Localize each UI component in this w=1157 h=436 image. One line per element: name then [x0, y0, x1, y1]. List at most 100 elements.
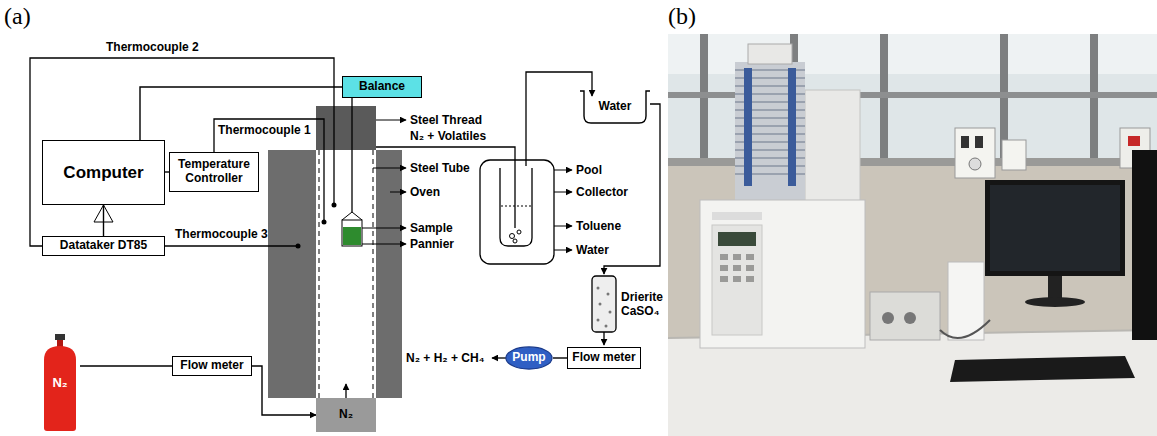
flow-label: N₂ + H₂ + CH₄: [406, 351, 484, 365]
part-label: Pannier: [410, 237, 454, 251]
part-label: Sample: [410, 221, 453, 235]
part-label: Drierite CaSO₄: [621, 290, 667, 318]
bubble: [510, 234, 515, 239]
panel-label: (a): [4, 2, 31, 30]
monitor-stand: [1048, 276, 1062, 300]
connector-line: [103, 205, 104, 236]
pc-tower: [1132, 150, 1157, 340]
node-text: Datataker DT85: [60, 239, 147, 253]
drierite-column: [592, 276, 616, 332]
exhaust-arrow: [492, 357, 506, 358]
monitor-screen: [990, 185, 1120, 271]
bubble: [513, 239, 517, 243]
furnace-band: [744, 68, 752, 186]
socket: [969, 158, 981, 170]
switch: [975, 136, 983, 148]
controller-box: Temperature Controller: [169, 152, 259, 192]
node-text: Flow meter: [180, 359, 243, 373]
leader-line: [390, 192, 406, 193]
flow-meter-box: Flow meter: [172, 356, 252, 376]
balance-box: Balance: [342, 76, 422, 98]
thermocouple-wire: [30, 58, 334, 246]
controller-knob: [904, 312, 916, 324]
lab-photo: [668, 34, 1157, 436]
gas-inlet-box: N₂: [316, 398, 376, 432]
basin-outline: [580, 91, 650, 123]
furnace-cap: [748, 44, 792, 64]
oven-wall: [268, 150, 316, 398]
node-text: Water: [599, 100, 632, 114]
leader-line: [376, 120, 406, 121]
instrument-strip: [712, 212, 762, 220]
leader-line: [554, 170, 572, 171]
instrument-keypad: [720, 254, 754, 282]
collector-tube: [500, 168, 532, 246]
connector-line: [252, 366, 316, 415]
connector-line: [553, 357, 567, 358]
steel-tube-wall: [373, 150, 374, 398]
controller-box: [870, 292, 940, 340]
gas-line: [603, 332, 604, 345]
monitor-base: [1025, 297, 1085, 307]
red-switch: [1128, 136, 1140, 146]
pump-ellipse: Pump: [505, 346, 553, 370]
oven: [268, 106, 402, 398]
switch-board: [955, 128, 995, 178]
pannier-hanger: [342, 212, 362, 220]
node-text: N₂: [339, 408, 353, 422]
computer-box: Computer: [42, 140, 165, 205]
keyboard: [950, 356, 1135, 382]
pump-body: [506, 347, 552, 369]
node-text: Computer: [63, 163, 143, 183]
cable: [940, 320, 990, 338]
oven-top-plug: [316, 106, 376, 150]
cylinder-neck: [57, 340, 63, 347]
part-label: Thermocouple 3: [175, 227, 268, 241]
socket-plate: [1002, 140, 1026, 170]
node-text: Balance: [359, 80, 405, 94]
furnace-column: [735, 62, 805, 202]
node-text: Flow meter: [572, 351, 635, 365]
furnace-band: [788, 68, 796, 186]
part-label: Water: [576, 243, 609, 257]
part-label: Thermocouple 1: [218, 123, 311, 137]
node-text: N₂: [52, 376, 67, 391]
leader-line: [362, 244, 406, 245]
cylinder-valve: [55, 334, 65, 340]
gas-cylinder: N₂: [40, 334, 80, 432]
drierite-granules: [597, 287, 612, 328]
oven-wall: [376, 150, 402, 398]
part-label: Collector: [576, 185, 628, 199]
thermocouple-tip: [322, 220, 327, 225]
part-label: Toluene: [576, 219, 621, 233]
part-label: Oven: [410, 185, 440, 199]
gas-line: [526, 72, 592, 166]
instrument-housing: [805, 90, 860, 202]
monitor: [985, 180, 1125, 276]
part-label: Thermocouple 2: [106, 40, 199, 54]
photo-wall: [668, 34, 1157, 436]
steel-tube-wall: [319, 150, 320, 398]
thermocouple-wire: [165, 245, 298, 246]
node-text: Pump: [512, 351, 545, 365]
instrument-base: [700, 200, 865, 348]
gas-inlet-arrow: [345, 384, 346, 398]
bubble: [517, 230, 521, 234]
white-unit: [948, 262, 984, 340]
thermocouple-tip: [332, 203, 337, 208]
part-label: Pool: [576, 163, 602, 177]
pannier: [342, 220, 362, 246]
node-text: Temperature Controller: [174, 158, 254, 186]
thermocouple-tip: [296, 244, 301, 249]
flow-label: N₂ + Volatiles: [410, 129, 486, 143]
datalogger-box: Datataker DT85: [42, 236, 165, 256]
connector-line: [80, 365, 172, 366]
instrument-panel: [712, 225, 762, 335]
toluene-level: [501, 206, 531, 207]
leader-line: [373, 168, 406, 169]
water-bath: Water: [580, 88, 650, 126]
cylinder-body: [44, 346, 76, 431]
sample: [343, 227, 361, 245]
connector-line: [140, 87, 342, 140]
